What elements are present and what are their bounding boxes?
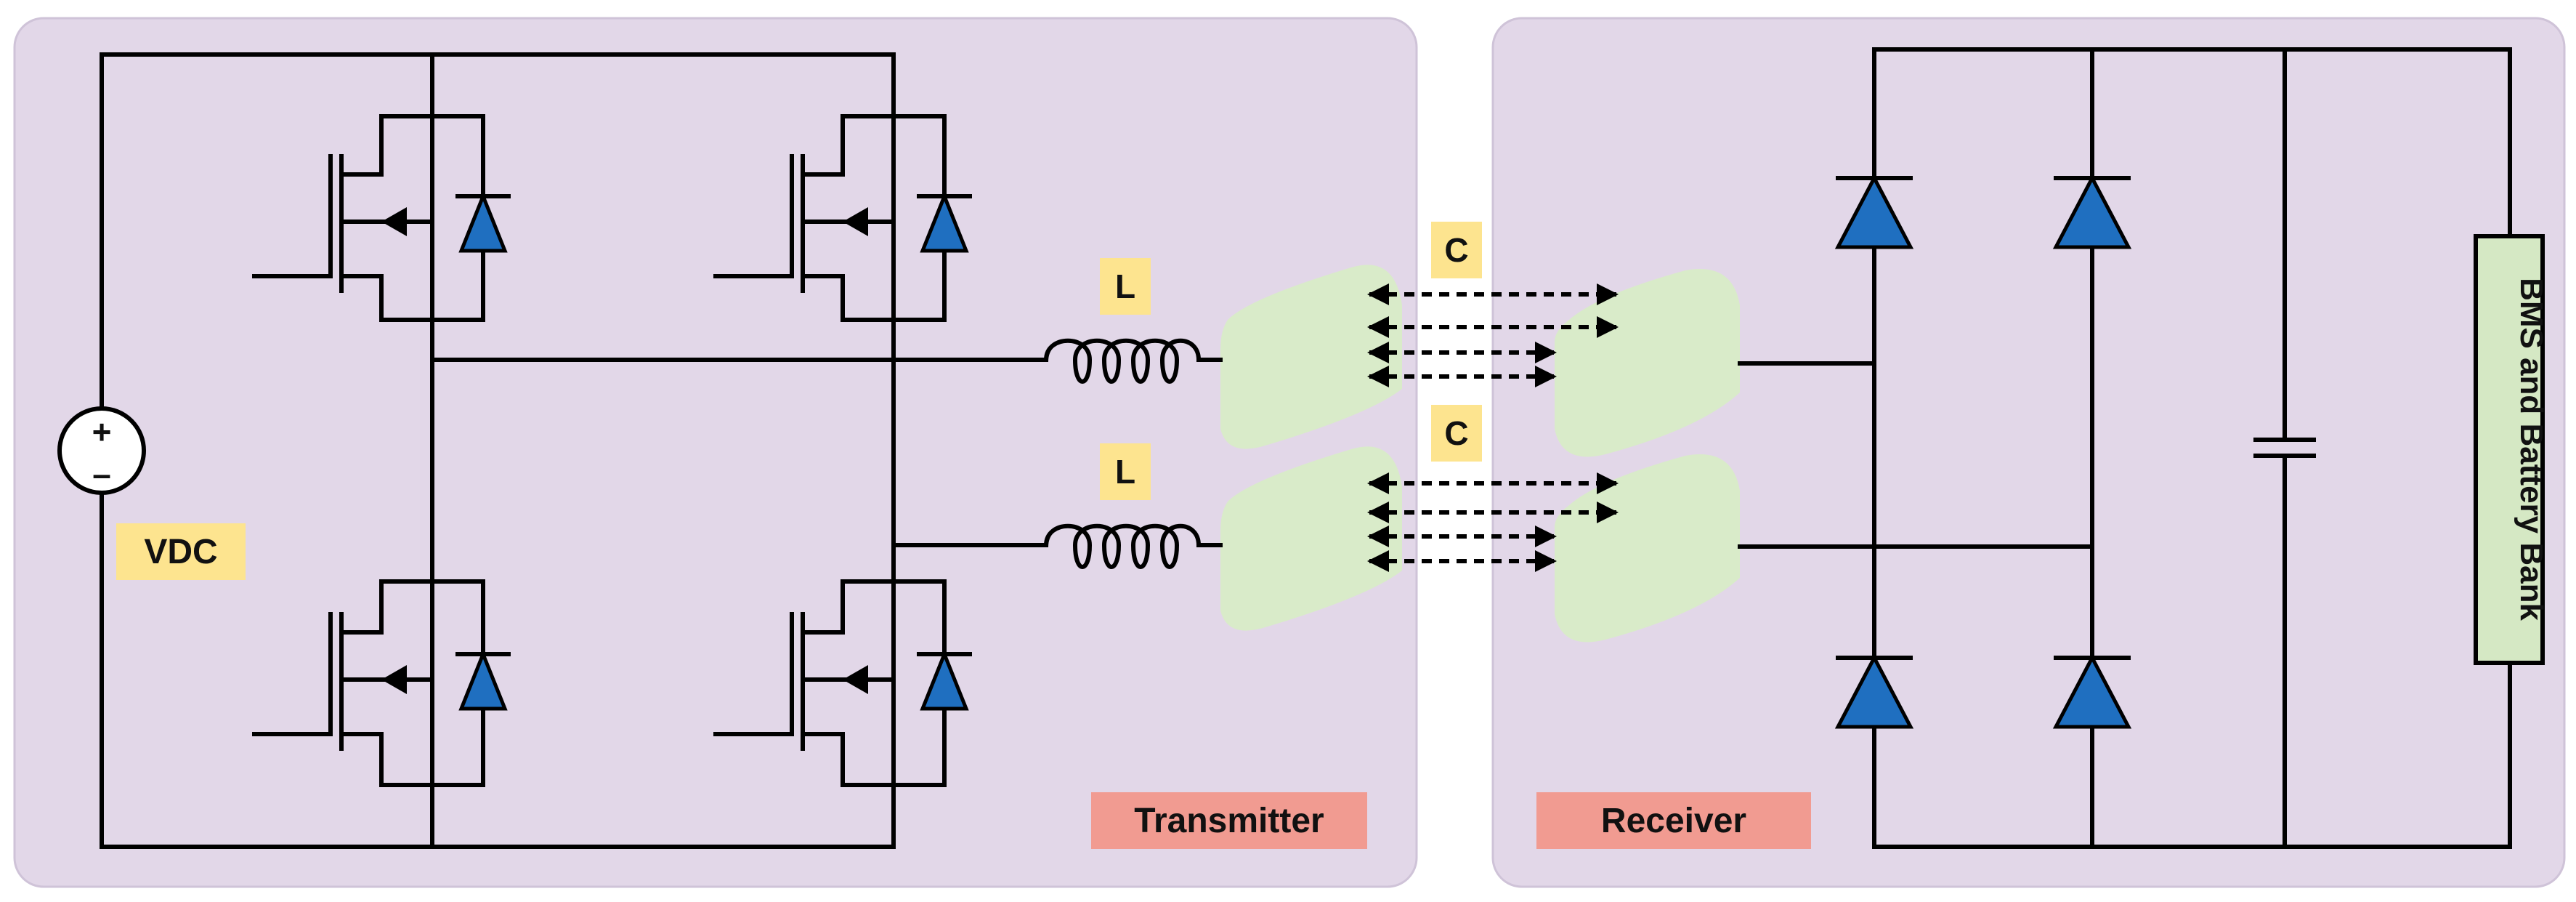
source-minus-sign: – — [92, 455, 111, 493]
coupling-arrows-bottom — [1367, 472, 1619, 572]
receiver-label-box — [1536, 792, 1811, 849]
bridge-outputs — [430, 318, 1048, 584]
rx-plate-top — [1555, 269, 1740, 457]
dc-bus — [100, 52, 896, 849]
capacitor-top-label: C — [1444, 231, 1468, 269]
source-plus-sign: + — [92, 413, 112, 451]
inductor-top-label: L — [1115, 267, 1135, 305]
mosfet-switch-bottom-left — [252, 579, 511, 787]
mosfet-switch-bottom-right — [713, 579, 972, 787]
capacitor-top-label-box — [1431, 222, 1482, 278]
bms-battery-label: BMS and Battery Bank — [2514, 278, 2549, 621]
rectifier-diode-4 — [2052, 653, 2132, 729]
dc-voltage-source: + – — [57, 406, 146, 495]
bms-battery-box — [2474, 234, 2545, 665]
receiver-panel — [1491, 17, 2566, 888]
output-capacitor — [2253, 438, 2316, 458]
capacitor-bottom-label: C — [1444, 414, 1468, 452]
inductor-bottom-label: L — [1115, 453, 1135, 491]
mosfet-switch-top-left — [252, 114, 511, 322]
rx-plate-bottom — [1555, 454, 1740, 643]
coupler-plates — [1220, 265, 1740, 643]
inductor-bottom — [1043, 523, 1223, 569]
coupling-arrows-top — [1367, 283, 1619, 387]
transmitter-label: Transmitter — [1134, 802, 1324, 840]
transmitter-panel — [13, 17, 1418, 888]
capacitor-bottom-label-box — [1431, 405, 1482, 462]
inductor-top — [1043, 338, 1223, 384]
rectifier-diode-1 — [1834, 174, 1914, 249]
transmitter-label-box — [1091, 792, 1367, 849]
vdc-label: VDC — [144, 533, 217, 571]
inductor-bottom-label-box — [1100, 443, 1151, 500]
receiver-label: Receiver — [1601, 802, 1746, 840]
inductor-top-label-box — [1100, 258, 1151, 315]
mosfet-switch-top-right — [713, 114, 972, 322]
rectifier-diode-3 — [1834, 653, 1914, 729]
rectifier-diode-2 — [2052, 174, 2132, 249]
tx-plate-bottom — [1220, 446, 1402, 631]
tx-plate-top — [1220, 265, 1402, 449]
vdc-label-box — [116, 523, 246, 580]
